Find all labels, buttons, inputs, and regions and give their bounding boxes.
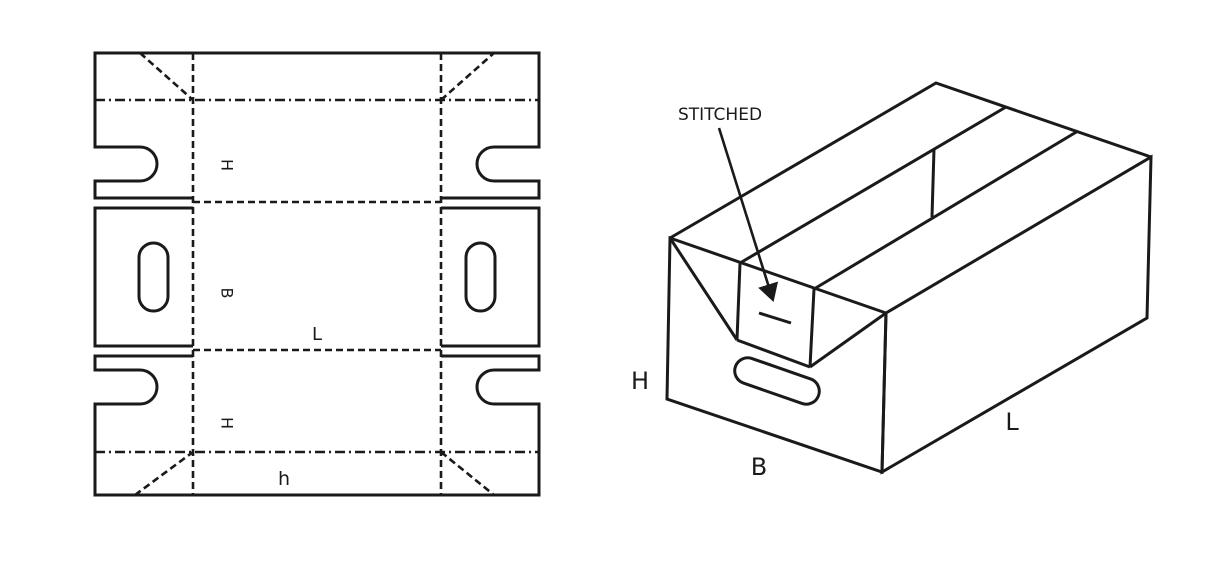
stitch-panel-right-edge <box>808 288 816 368</box>
stitched-arrow <box>717 127 779 302</box>
box-label-h: H <box>631 367 649 395</box>
hand-hole-left <box>137 241 170 313</box>
flat-blank-layout: H B L H h <box>93 51 541 497</box>
diagonal-fold-br <box>440 450 495 497</box>
blank-outline-right <box>441 51 541 497</box>
box-label-l: L <box>1005 408 1019 436</box>
box-hand-hole <box>733 356 821 406</box>
diagonal-fold-tl <box>139 52 194 101</box>
top-flap-seam-1 <box>739 105 1007 265</box>
hand-hole-right <box>464 241 497 313</box>
box-side-face <box>880 154 1153 475</box>
stitch-mark <box>758 311 792 325</box>
stitch-panel-bottom-edge <box>736 338 811 369</box>
box-label-b: B <box>751 453 767 481</box>
top-flap-seam-2 <box>813 129 1079 291</box>
flat-label-h-bottom: H <box>218 417 237 429</box>
flat-label-h-small: h <box>278 468 290 490</box>
label-stitched: STITCHED <box>678 105 762 125</box>
corner-fold-right <box>809 311 887 369</box>
flat-label-b: B <box>218 288 237 299</box>
corner-fold-left <box>668 237 739 341</box>
box-3d-view: STITCHED H B L <box>631 81 1153 481</box>
flat-label-l: L <box>312 324 322 345</box>
box-top-outline <box>669 81 1152 240</box>
stitch-panel-left-edge <box>735 262 742 341</box>
blank-outline-left <box>93 51 193 497</box>
diagonal-fold-bl <box>134 450 194 497</box>
top-inner-edge <box>930 148 936 218</box>
diagonal-fold-tr <box>440 52 495 101</box>
flat-label-h-top: H <box>218 159 237 171</box>
